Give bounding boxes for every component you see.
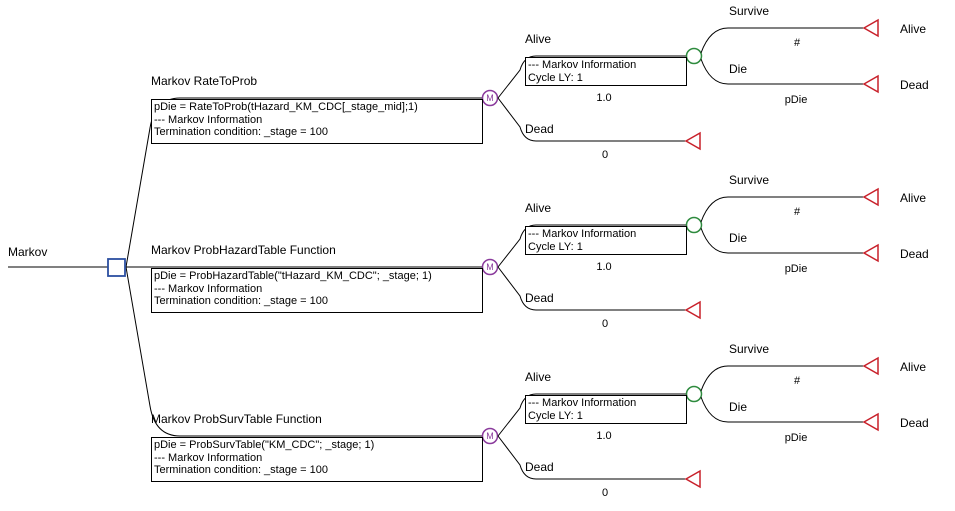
dead-probability[interactable]: 0 (601, 149, 609, 161)
survive-probability[interactable]: # (793, 206, 801, 218)
chance-node-icon[interactable] (685, 216, 703, 234)
terminal-node-icon[interactable] (684, 469, 701, 489)
terminal-node-icon[interactable] (862, 412, 879, 432)
dead-probability[interactable]: 0 (601, 487, 609, 499)
markov-branch-info-box-line: Termination condition: _stage = 100 (154, 126, 328, 138)
die-branch-line (700, 58, 864, 85)
terminal-node-icon[interactable] (862, 18, 879, 38)
markov-branch-info-box[interactable]: pDie = ProbHazardTable("tHazard_KM_CDC";… (151, 268, 483, 313)
markov-node-letter: M (486, 431, 494, 441)
die-probability[interactable]: pDie (784, 263, 808, 275)
die-probability[interactable]: pDie (784, 94, 808, 106)
markov-node-icon[interactable]: M (481, 427, 499, 445)
dead-branch-line (497, 266, 686, 311)
die-branch-label[interactable]: Die (729, 400, 748, 414)
terminal-dead-label[interactable]: Dead (900, 416, 929, 430)
survive-branch-label[interactable]: Survive (729, 342, 770, 356)
alive-info-box-line: Cycle LY: 1 (528, 71, 583, 84)
markov-branch-info-box-line: Termination condition: _stage = 100 (154, 295, 328, 307)
terminal-node-icon[interactable] (862, 187, 879, 207)
markov-branch-info-box-line: pDie = ProbSurvTable("KM_CDC"; _stage; 1… (154, 439, 375, 451)
markov-branch-label[interactable]: Markov RateToProb (151, 74, 258, 88)
die-branch-line (700, 396, 864, 423)
die-branch-label[interactable]: Die (729, 62, 748, 76)
markov-branch-info-box[interactable]: pDie = RateToProb(tHazard_KM_CDC[_stage_… (151, 99, 483, 144)
alive-info-box-line: Cycle LY: 1 (528, 240, 583, 253)
decision-branch-line (125, 266, 482, 437)
markov-branch-info-box-line: --- Markov Information (154, 451, 263, 464)
terminal-dead-label[interactable]: Dead (900, 78, 929, 92)
alive-probability[interactable]: 1.0 (596, 430, 612, 442)
dead-branch-label[interactable]: Dead (525, 460, 554, 474)
dead-branch-line (497, 435, 686, 480)
markov-node-icon[interactable]: M (481, 258, 499, 276)
dead-probability[interactable]: 0 (601, 318, 609, 330)
markov-branch-label[interactable]: Markov ProbSurvTable Function (151, 412, 322, 426)
die-branch-line (700, 227, 864, 254)
alive-branch-label[interactable]: Alive (525, 201, 552, 215)
markov-node-letter: M (486, 262, 494, 272)
survive-probability[interactable]: # (793, 37, 801, 49)
alive-probability[interactable]: 1.0 (596, 92, 612, 104)
survive-branch-line (700, 196, 864, 223)
dead-branch-line (497, 97, 686, 142)
markov-branch-info-box-line: --- Markov Information (154, 113, 263, 126)
root-label[interactable]: Markov (8, 245, 48, 259)
terminal-alive-label[interactable]: Alive (900, 22, 927, 36)
markov-node-letter: M (486, 93, 494, 103)
alive-info-box-line: --- Markov Information (528, 228, 637, 240)
terminal-node-icon[interactable] (862, 74, 879, 94)
markov-branch-info-box-line: --- Markov Information (154, 282, 263, 295)
decision-node-icon[interactable] (107, 258, 126, 277)
markov-branch-info-box-line: pDie = ProbHazardTable("tHazard_KM_CDC";… (154, 270, 432, 282)
survive-branch-label[interactable]: Survive (729, 4, 770, 18)
terminal-node-icon[interactable] (862, 243, 879, 263)
terminal-node-icon[interactable] (684, 300, 701, 320)
dead-branch-label[interactable]: Dead (525, 122, 554, 136)
markov-branch-label[interactable]: Markov ProbHazardTable Function (151, 243, 336, 257)
alive-info-box-line: --- Markov Information (528, 397, 637, 409)
die-probability[interactable]: pDie (784, 432, 808, 444)
markov-node-icon[interactable]: M (481, 89, 499, 107)
terminal-alive-label[interactable]: Alive (900, 360, 927, 374)
survive-branch-line (700, 365, 864, 392)
die-branch-label[interactable]: Die (729, 231, 748, 245)
markov-branch-info-box-line: pDie = RateToProb(tHazard_KM_CDC[_stage_… (154, 101, 418, 113)
alive-branch-label[interactable]: Alive (525, 32, 552, 46)
alive-branch-label[interactable]: Alive (525, 370, 552, 384)
chance-node-icon[interactable] (685, 47, 703, 65)
terminal-node-icon[interactable] (862, 356, 879, 376)
terminal-alive-label[interactable]: Alive (900, 191, 927, 205)
alive-info-box-line: Cycle LY: 1 (528, 409, 583, 422)
dead-branch-label[interactable]: Dead (525, 291, 554, 305)
terminal-dead-label[interactable]: Dead (900, 247, 929, 261)
survive-probability[interactable]: # (793, 375, 801, 387)
chance-node-icon[interactable] (685, 385, 703, 403)
markov-branch-info-box[interactable]: pDie = ProbSurvTable("KM_CDC"; _stage; 1… (151, 437, 483, 482)
survive-branch-label[interactable]: Survive (729, 173, 770, 187)
survive-branch-line (700, 27, 864, 54)
terminal-node-icon[interactable] (684, 131, 701, 151)
alive-probability[interactable]: 1.0 (596, 261, 612, 273)
markov-branch-info-box-line: Termination condition: _stage = 100 (154, 464, 328, 476)
alive-info-box-line: --- Markov Information (528, 59, 637, 71)
